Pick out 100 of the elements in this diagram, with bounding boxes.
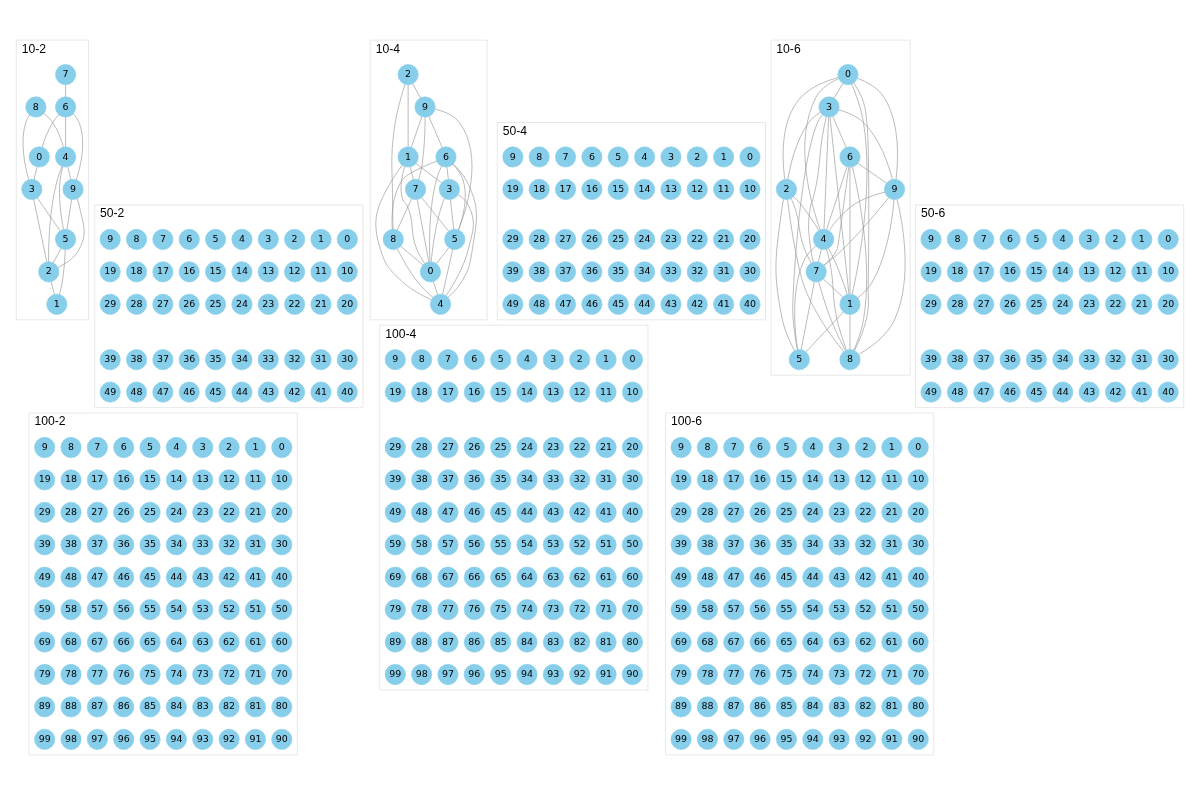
node-circle: 94 [516,663,538,685]
connector [852,166,867,351]
node-circle: 49 [670,566,692,588]
node-circle: 89 [670,695,692,717]
node-circle: 64 [165,631,187,653]
node-circle: 37 [152,348,174,370]
node-circle: 54 [516,533,538,555]
node-circle: 4 [802,436,824,458]
node-circle: 15 [139,468,161,490]
node-circle: 41 [713,293,735,315]
node-circle: 69 [670,631,692,653]
node-circle: 37 [86,533,108,555]
node-circle: 78 [411,598,433,620]
connector [808,116,827,262]
node-circle: 14 [516,381,538,403]
node-circle: 13 [542,381,564,403]
node-circle: 5 [1025,228,1047,250]
connector [804,77,839,230]
connector [787,111,821,180]
node-circle: 59 [670,598,692,620]
connector [412,82,421,98]
node-circle: 86 [749,695,771,717]
node-circle: 86 [463,631,485,653]
node-circle: 33 [1078,348,1100,370]
connector [415,162,442,183]
node-circle: 79 [34,663,56,685]
connector [828,191,886,231]
node-circle: 12 [855,468,876,490]
node-circle: 14 [231,260,253,282]
node-circle: 21 [713,228,735,250]
node-circle: 53 [542,533,564,555]
node-circle: 56 [749,598,771,620]
node-circle: 59 [384,533,406,555]
node-circle: 49 [384,501,406,523]
node-circle: 67 [723,631,745,653]
node-circle: 46 [999,381,1021,403]
node-circle: 49 [99,381,121,403]
node-circle: 14 [802,468,824,490]
node-circle: 82 [569,631,591,653]
connector [790,197,812,263]
node-circle: 5 [139,436,161,458]
node-circle: 14 [1052,260,1074,282]
connector [838,109,893,180]
node-circle: 66 [463,566,485,588]
connector [775,198,795,351]
connector [428,115,443,148]
node-circle: 7 [437,348,459,370]
node-circle: 43 [542,501,564,523]
node-circle: 51 [595,533,617,555]
node-circle: 35 [607,260,629,282]
node-circle: 4 [1052,228,1074,250]
node-circle: 3 [660,146,682,167]
node-circle: 50 [907,598,929,620]
node-circle: 99 [384,663,406,685]
connector [400,165,425,264]
node-circle: 98 [696,728,718,750]
node-circle: 27 [555,228,576,250]
node-circle: 95 [776,728,797,750]
node-circle: 75 [490,598,512,620]
node-circle: 12 [284,260,306,282]
node-circle: 12 [218,468,240,490]
node-circle: 5 [490,348,512,370]
node-circle: 81 [244,695,266,717]
node-circle: 64 [516,566,538,588]
node-circle: 3 [818,96,840,117]
connector [818,280,846,351]
node-circle: 8 [946,228,968,250]
node-circle: 9 [384,348,406,370]
node-circle: 41 [1131,381,1153,403]
connector [407,84,409,147]
node-circle: 6 [113,436,135,458]
node-circle: 13 [257,260,279,282]
node-circle: 17 [152,260,174,282]
node-circle: 72 [569,598,591,620]
connector [792,113,823,350]
connector [442,248,453,294]
node-circle: 29 [502,228,524,250]
connector [22,114,30,180]
connector [446,166,449,180]
node-circle: 31 [713,260,735,282]
node-circle: 1 [46,293,68,315]
node-circle: 17 [555,178,576,200]
node-circle: 88 [60,695,82,717]
node-circle: 2 [284,228,306,250]
node-circle: 73 [828,663,850,685]
node-circle: 57 [437,533,459,555]
node-circle: 30 [621,468,643,490]
node-circle: 10 [336,260,358,282]
node-circle: 8 [839,348,861,370]
node-circle: 17 [723,468,745,490]
node-circle: 5 [607,146,629,167]
node-circle: 40 [621,501,643,523]
node-circle: 24 [516,436,538,458]
connector [53,247,62,263]
node-circle: 38 [946,348,968,370]
node-circle: 6 [581,146,603,167]
node-circle: 31 [310,348,332,370]
node-circle: 1 [1131,228,1153,250]
node-circle: 5 [444,228,466,250]
node-circle: 7 [973,228,995,250]
